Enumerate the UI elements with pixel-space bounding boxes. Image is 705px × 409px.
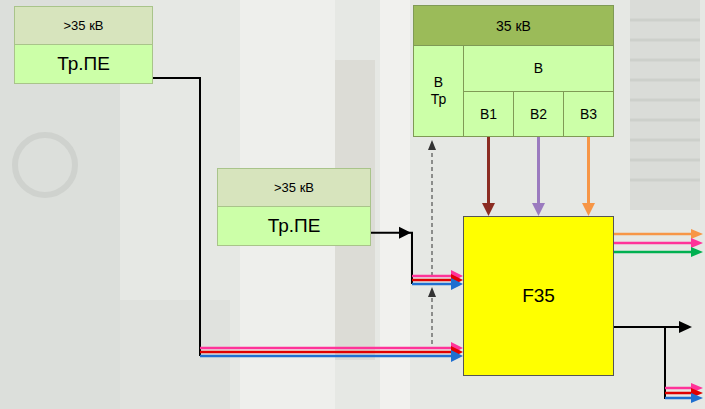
phase-wire [412,275,454,278]
voltage-label: В [534,60,543,77]
arrow-head [451,278,463,290]
phase-wire [412,279,454,282]
signal-line [537,137,540,206]
arrow-head [679,321,692,333]
phase-wire [200,347,454,350]
arrow-head [532,203,545,216]
arrow-head [691,229,703,239]
body-band: Тр.ПЕ [15,45,152,83]
connector [582,137,595,216]
connector [482,137,495,216]
signal-line [587,137,590,206]
arrow-head [691,393,703,403]
connector [371,227,463,290]
output-wire [665,387,692,390]
transformer-box: >35 кВ Тр.ПЕ [217,168,371,246]
switchgear-box: 35 кВ В Тр В В1 В2 В3 [413,5,614,137]
output-wire [614,326,680,328]
header-band: 35 кВ [414,6,613,46]
box-label: В3 [580,106,597,123]
signal-line [487,137,490,206]
breaker-cell: В1 [463,91,514,137]
body-band: В1 [464,92,513,136]
cable-pipe [630,0,700,210]
breaker-cell: В2 [513,91,564,137]
measure-line [432,296,433,344]
measure-line [432,150,433,276]
connector [532,137,545,216]
body-band: F35 [464,217,613,375]
output-wire [665,397,692,400]
breaker-cell: В3 [563,91,614,137]
output-wire [614,251,692,254]
header-band: >35 кВ [15,7,152,45]
voltage-label: 35 кВ [496,18,531,35]
voltage-label: >35 кВ [63,18,103,34]
feed-wire [153,78,200,356]
box-label: F35 [522,285,555,308]
floor-shade [120,300,230,409]
body-band: В3 [564,92,613,136]
arrow-head [582,203,595,216]
box-label: В1 [480,106,497,123]
transformer-box: >35 кВ Тр.ПЕ [14,6,153,84]
body-band: В Тр [414,46,463,136]
feed-wire [371,233,412,284]
arrow-head [428,287,436,297]
phase-wire [412,283,454,286]
arrow-head [691,238,703,248]
output-wire [614,242,692,245]
breaker-cell: В Тр [413,45,464,137]
box-label: В Тр [428,74,450,108]
phase-wire [200,351,454,354]
output-wire [614,233,692,236]
arrow-head [428,140,436,150]
box-label: Тр.ПЕ [268,215,321,238]
header-band: В [464,46,613,91]
output-wire [665,392,692,395]
header-band: >35 кВ [218,169,370,207]
arrow-head [451,350,463,362]
pipe-ribs [630,20,700,180]
arrow-head [482,203,495,216]
function-box: F35 [463,216,614,376]
body-band: В2 [514,92,563,136]
arrow-head [691,247,703,257]
arrow-head [399,227,411,239]
box-label: В2 [530,106,547,123]
breaker-group: В В1 В2 В3 [463,45,614,137]
panel-ring [15,135,75,195]
body-band: Тр.ПЕ [218,207,370,245]
phase-wire [200,355,454,358]
voltage-label: >35 кВ [274,180,314,196]
box-label: Тр.ПЕ [57,53,110,76]
